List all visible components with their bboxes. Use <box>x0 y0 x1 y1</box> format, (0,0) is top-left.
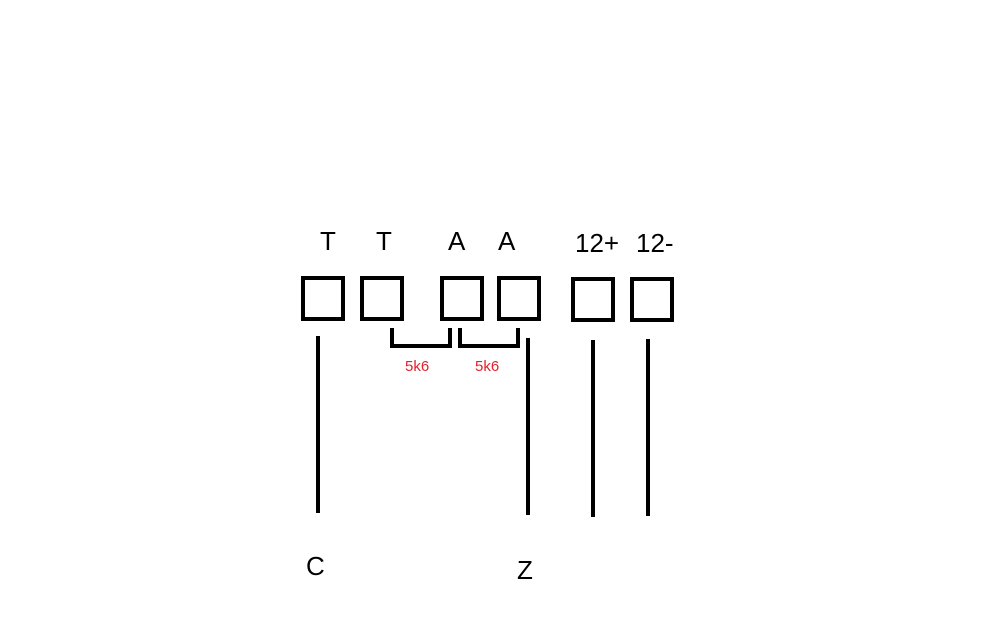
terminal-box-12-plus <box>571 277 615 322</box>
terminal-label-12-minus: 12- <box>636 228 674 258</box>
resistor-r1-bracket <box>390 328 452 348</box>
terminal-label-a2: A <box>498 226 516 256</box>
terminal-box-t1 <box>301 276 345 321</box>
resistor-r2-label: 5k6 <box>475 358 500 375</box>
terminal-label-a1: A <box>448 226 466 256</box>
terminal-label-12-plus: 12+ <box>575 228 620 258</box>
resistor-r1-label: 5k6 <box>405 358 430 375</box>
wire-12-plus <box>591 340 595 517</box>
wire-z <box>526 338 530 515</box>
wire-12-minus <box>646 339 650 516</box>
terminal-label-t2: T <box>376 226 392 256</box>
wire-label-c: C <box>306 551 325 581</box>
terminal-box-t2 <box>360 276 404 321</box>
wire-c <box>316 336 320 513</box>
terminal-box-12-minus <box>630 277 674 322</box>
terminal-box-a1 <box>440 276 484 321</box>
terminal-label-t1: T <box>320 226 336 256</box>
resistor-r2-bracket <box>458 328 520 348</box>
terminal-box-a2 <box>497 276 541 321</box>
wire-label-z: Z <box>517 555 533 585</box>
